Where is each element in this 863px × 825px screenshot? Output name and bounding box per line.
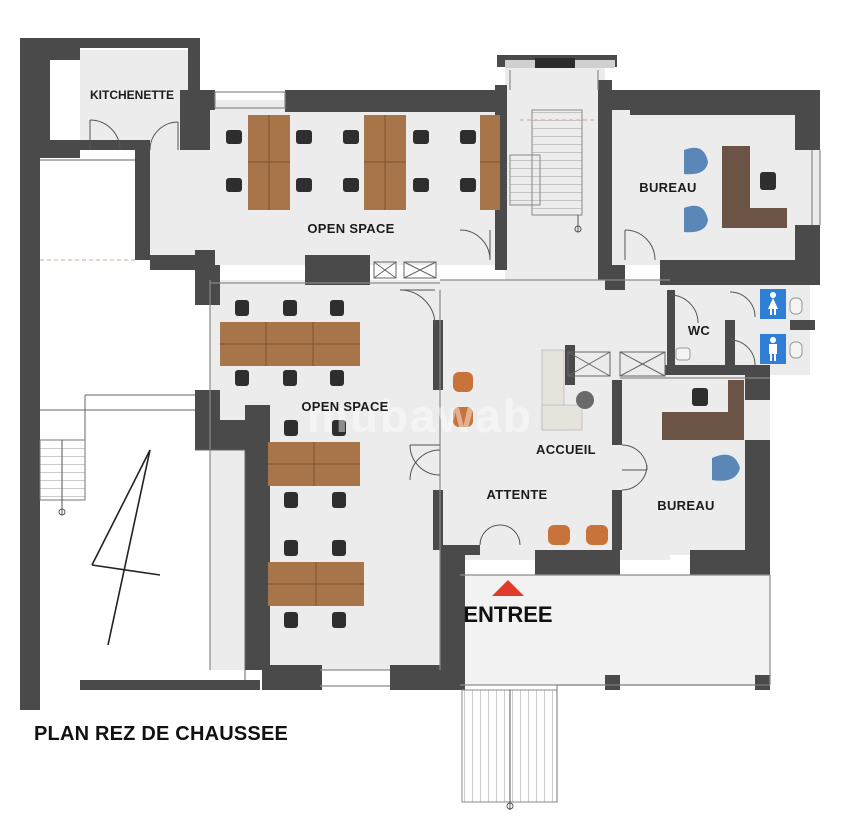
chairs-open-space-left-lower [284, 540, 346, 628]
desks-open-space-left-middle [268, 442, 360, 486]
female-wc-icon [768, 292, 778, 315]
entrance-label: ENTREE [463, 602, 552, 627]
staircase-entrance [461, 684, 770, 810]
kitchenette-label: KITCHENETTE [90, 88, 174, 102]
bureau-top-label: BUREAU [639, 180, 696, 195]
bureau-bottom-label: BUREAU [657, 498, 714, 513]
open-space-top-label: OPEN SPACE [307, 221, 394, 236]
left-terrace [39, 159, 246, 680]
attente-label: ATTENTE [486, 487, 547, 502]
reception-furniture [373, 261, 666, 431]
bureau-bottom-furniture [662, 380, 744, 481]
chairs-open-space-top [226, 130, 476, 192]
doors [89, 119, 756, 546]
walls [20, 38, 820, 710]
desks-open-space-left-upper [220, 322, 360, 366]
watermark: mubawab [307, 390, 533, 442]
male-wc-icon [769, 337, 777, 361]
entrance-arrow-icon [492, 580, 524, 596]
desks-open-space-left-lower [268, 562, 364, 606]
window-lines [209, 70, 821, 687]
north-arrow-icon [91, 449, 161, 646]
armchairs [453, 372, 608, 545]
plan-title: PLAN REZ DE CHAUSSEE [34, 723, 288, 745]
wc-label: WC [688, 323, 711, 338]
open-space-left-label: OPEN SPACE [301, 399, 388, 414]
staircase-main [509, 109, 595, 233]
chairs-open-space-left-upper [235, 300, 344, 386]
bureau-top-furniture [684, 146, 787, 233]
chairs-open-space-left-middle [284, 420, 346, 508]
desks-open-space-top [248, 115, 500, 210]
accueil-label: ACCUEIL [536, 442, 596, 457]
